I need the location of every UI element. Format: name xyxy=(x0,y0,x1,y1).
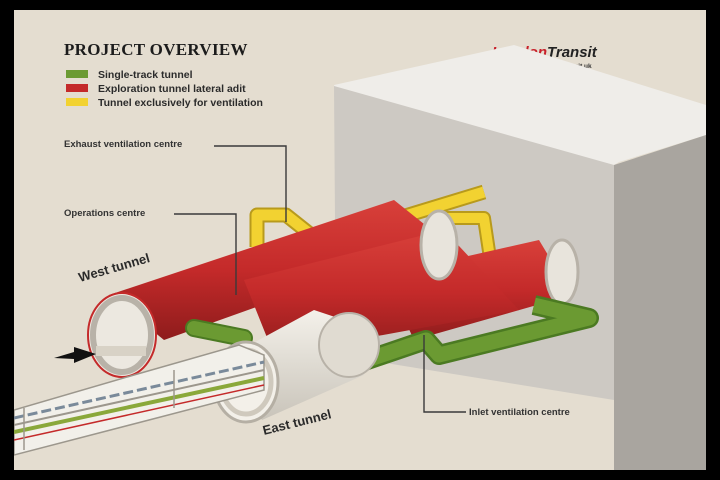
legend-swatch-ventilation xyxy=(66,98,88,106)
callout-inlet: Inlet ventilation centre xyxy=(469,407,570,418)
brand-name-part2: Transit xyxy=(547,44,598,61)
legend-swatch-single-track xyxy=(66,70,88,78)
diagram-frame: PROJECT OVERVIEW Single-track tunnel Exp… xyxy=(14,10,706,470)
direction-arrow-icon xyxy=(54,347,96,363)
legend-label-exploration: Exploration tunnel lateral adit xyxy=(98,83,246,95)
tunnel-diagram: PROJECT OVERVIEW Single-track tunnel Exp… xyxy=(14,40,706,470)
callout-operations: Operations centre xyxy=(64,208,145,219)
label-west-tunnel: West tunnel xyxy=(77,250,152,285)
exhaust-leader-line xyxy=(214,145,287,222)
diagram-title: PROJECT OVERVIEW xyxy=(64,40,248,59)
inlet-leader-line xyxy=(423,335,466,413)
callout-exhaust: Exhaust ventilation centre xyxy=(64,139,182,150)
legend: Single-track tunnel Exploration tunnel l… xyxy=(66,69,263,109)
legend-swatch-exploration xyxy=(66,84,88,92)
legend-label-ventilation: Tunnel exclusively for ventilation xyxy=(98,97,263,109)
train xyxy=(14,344,265,456)
legend-label-single-track: Single-track tunnel xyxy=(98,69,193,81)
operations-leader-line xyxy=(174,213,237,295)
west-tunnel xyxy=(87,200,580,378)
single-track-tunnel xyxy=(185,295,599,382)
